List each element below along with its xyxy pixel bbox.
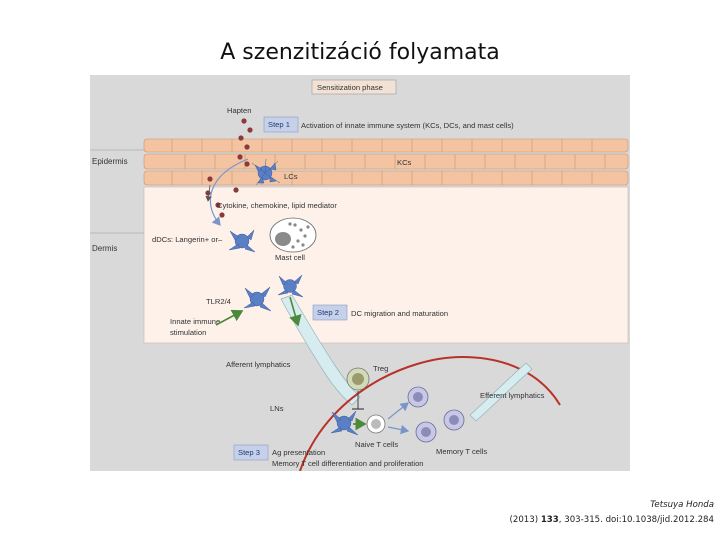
afferent-lymphatics-label: Afferent lymphatics — [226, 360, 291, 369]
ddcs-label: dDCs: Langerin+ or– — [152, 235, 223, 244]
epidermis-label: Epidermis — [92, 157, 128, 166]
slide-title: A szenzitizáció folyamata — [220, 40, 500, 65]
citation-year: (2013) — [509, 515, 539, 525]
tlr-label: TLR2/4 — [206, 297, 231, 306]
epidermis-keratinocyte-layers — [143, 138, 629, 186]
citation-author: Tetsuya Honda — [650, 500, 714, 510]
keratinocyte-cell-dividers — [171, 139, 606, 185]
hapten-label: Hapten — [227, 106, 252, 115]
naive-t-cell — [366, 414, 386, 434]
phase-label: Sensitization phase — [317, 83, 383, 92]
naive-t-cells-label: Naive T cells — [355, 440, 398, 449]
citation-volume: 133 — [540, 515, 559, 525]
cytokine-label: Cytokine, chemokine, lipid mediator — [217, 201, 337, 210]
citation: Tetsuya Honda (2013) 133, 303-315. doi:1… — [510, 498, 715, 528]
lymph-node-dendritic-cell — [330, 410, 359, 436]
step1-tag: Step 1 — [268, 120, 290, 129]
step3-tag-box — [233, 444, 269, 461]
proliferation-arrow-up — [387, 402, 409, 420]
step2-tag-box — [312, 304, 348, 321]
step2-text: DC migration and maturation — [351, 309, 448, 318]
step3-line2: Memory T cell differentiation and prolif… — [272, 459, 424, 468]
innate-stimulation-line1: Innate immune — [170, 317, 220, 326]
step2-tag: Step 2 — [317, 308, 339, 317]
phase-label-box — [311, 79, 397, 95]
lc-migration-arrow — [209, 158, 249, 226]
proliferation-arrow-down — [387, 424, 410, 435]
step3-line1: Ag presentation — [272, 448, 325, 457]
innate-stimulation-line2: stimulation — [170, 328, 206, 337]
lcs-label: LCs — [284, 172, 298, 181]
lymph-node-boundary — [299, 355, 561, 471]
dermis-label: Dermis — [92, 244, 117, 253]
step3-tag: Step 3 — [238, 448, 260, 457]
sensitization-figure: Sensitization phase Hapten Step 1 Activa… — [90, 75, 630, 471]
memory-t-cells — [407, 386, 465, 443]
lns-label: LNs — [270, 404, 284, 413]
treg-cell — [346, 367, 370, 391]
innate-stimulation-arrow — [215, 309, 244, 326]
memory-t-cells-label: Memory T cells — [436, 447, 487, 456]
treg-label: Treg — [373, 364, 388, 373]
efferent-lymphatic-vessel — [469, 362, 533, 422]
step2-migration-arrow — [289, 296, 302, 327]
citation-reference: (2013) 133, 303-315. doi:10.1038/jid.201… — [510, 513, 715, 528]
citation-pages-doi: , 303-315. doi:10.1038/jid.2012.284 — [558, 515, 714, 525]
step1-text: Activation of innate immune system (KCs,… — [301, 121, 514, 130]
langerhans-cell — [251, 158, 281, 186]
tlr-dendritic-cells — [243, 274, 304, 312]
kc-signal-arrow — [205, 184, 212, 202]
mast-cell-label: Mast cell — [275, 253, 305, 262]
step1-tag-box — [263, 116, 299, 133]
dermis-region — [143, 186, 629, 344]
dermal-dendritic-cell — [228, 229, 256, 253]
mast-cell — [269, 217, 317, 253]
kcs-label: KCs — [397, 158, 412, 167]
efferent-lymphatics-label: Efferent lymphatics — [480, 391, 545, 400]
